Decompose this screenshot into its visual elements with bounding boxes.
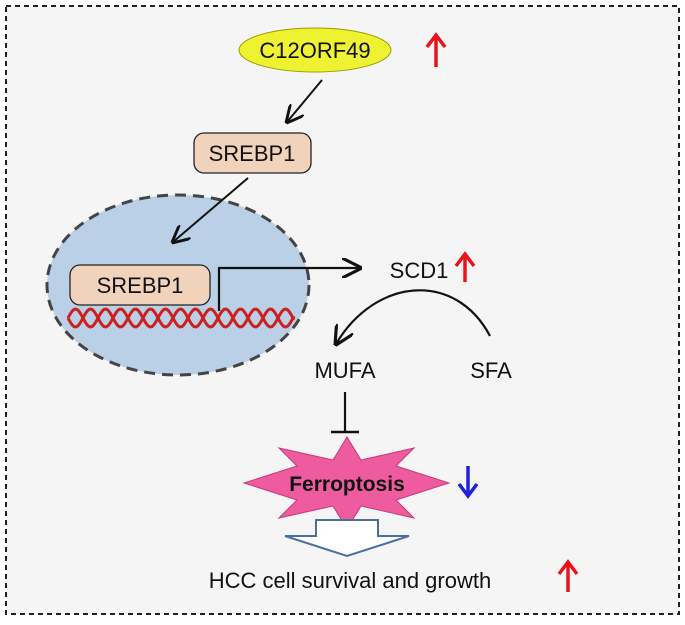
srebp1-cytoplasm-label: SREBP1 [209,141,296,166]
ferroptosis-star [242,436,451,530]
arrow-srebp1-to-scd1 [217,268,360,311]
arrow-c12orf49-to-srebp1 [287,79,323,122]
mufa-label: MUFA [314,358,375,383]
srebp1-nucleus-node: SREBP1 [69,264,211,306]
arrow-srebp1-to-nucleus [173,177,249,242]
arrow-sfa-to-mufa [336,289,491,344]
block-arrow-down [284,519,410,558]
srebp1-nucleus-label: SREBP1 [97,273,184,298]
c12orf49-up-arrow-icon [425,32,447,67]
srebp1-cytoplasm-node: SREBP1 [193,132,312,174]
dna-helix [66,307,296,329]
outcome-label: HCC cell survival and growth [209,568,491,593]
ferroptosis-node: Ferroptosis [242,436,451,530]
sfa-label: SFA [470,358,512,383]
scd1-label: SCD1 [390,258,449,283]
srebp1-cytoplasm-box [193,132,312,174]
ferroptosis-label: Ferroptosis [289,473,405,496]
scd1-up-arrow-icon [454,251,476,282]
c12orf49-label: C12ORF49 [259,38,370,63]
c12orf49-ellipse [238,27,392,73]
c12orf49-node: C12ORF49 [238,27,392,73]
inhibition-mufa-ferroptosis [331,392,359,434]
srebp1-nucleus-box [69,264,211,306]
ferroptosis-down-arrow-icon [457,466,479,499]
outcome-up-arrow-icon [557,559,579,592]
